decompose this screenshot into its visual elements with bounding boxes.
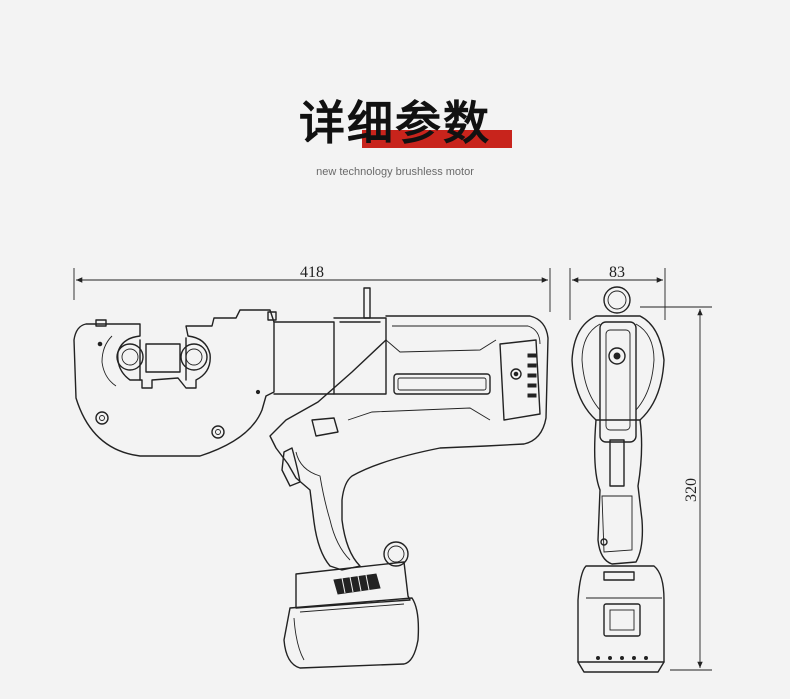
tool-side-view <box>73 287 549 669</box>
page-subtitle: new technology brushless motor <box>316 166 474 178</box>
page-title: 详细参数 <box>299 96 491 150</box>
section-header: 详细参数 <box>0 92 790 154</box>
title-accent-bar <box>362 130 512 148</box>
dimension-length-label: 418 <box>300 264 324 281</box>
dimension-height-label: 320 <box>683 478 700 502</box>
dimension-width: 83 <box>569 264 666 320</box>
dimension-length: 418 <box>73 264 551 312</box>
dimension-height: 320 <box>640 306 712 671</box>
dimension-width-label: 83 <box>609 264 625 281</box>
tool-front-view <box>571 286 665 673</box>
